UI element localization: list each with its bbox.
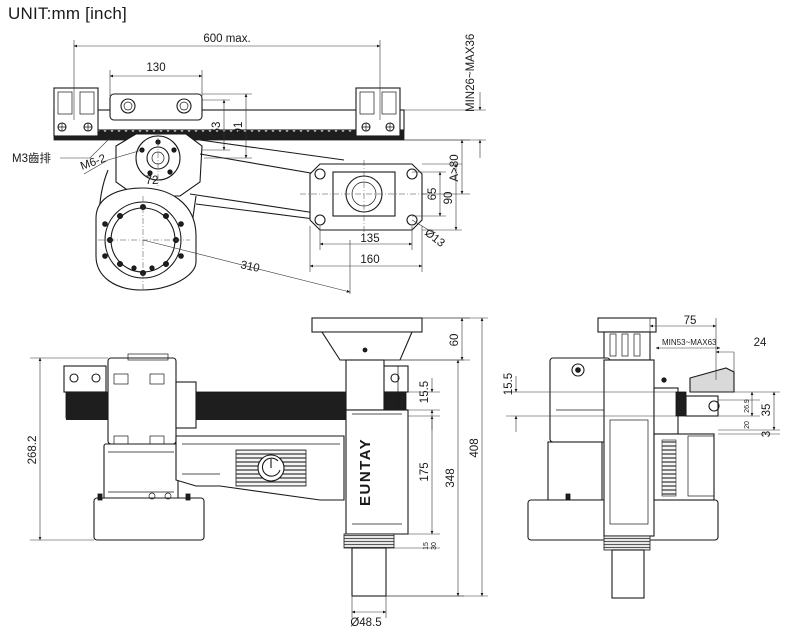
front-arm xyxy=(175,435,345,501)
dim-310: 310 xyxy=(239,259,260,275)
dim-24: 24 xyxy=(754,337,767,349)
dim-135: 135 xyxy=(360,233,379,245)
dim-side-15-5: 15.5 xyxy=(503,373,515,395)
front-rack-teeth xyxy=(66,416,406,420)
dim-35: 35 xyxy=(761,404,773,417)
dim-91: 91 xyxy=(233,122,245,135)
front-view: EUNTAY 60 15.5 175 15 30 348 408 268.2 xyxy=(27,317,488,629)
front-gearbox xyxy=(107,353,197,447)
dim-130: 130 xyxy=(146,62,165,74)
dim-72: 72 xyxy=(146,175,159,187)
front-right-clamp xyxy=(381,365,409,393)
dim-3: 3 xyxy=(761,431,773,437)
dim-dia-13: Ø13 xyxy=(422,227,447,250)
dim-15: 15 xyxy=(423,542,430,550)
front-left-clamp xyxy=(63,365,107,393)
dim-front-15-5: 15.5 xyxy=(419,381,431,403)
dim-90: 90 xyxy=(443,192,455,205)
dim-26-9: 26.9 xyxy=(744,399,751,413)
dim-408: 408 xyxy=(469,438,481,457)
dim-60: 60 xyxy=(449,334,461,347)
dim-min53-max63: MIN53~MAX63 xyxy=(662,338,717,347)
dim-75: 75 xyxy=(684,315,697,327)
top-pinion-gearbox xyxy=(115,133,203,197)
side-pedestal-top xyxy=(597,317,657,361)
top-mount-plate xyxy=(109,93,203,121)
label-m3-rack: M3齒排 xyxy=(12,151,51,165)
top-rack-bar xyxy=(53,109,405,131)
brand-eunatay: EUNTAY xyxy=(357,438,374,506)
label-m6-2: M6-2 xyxy=(79,153,108,173)
top-left-rack-clamp xyxy=(53,87,99,137)
dim-a-80: A>80 xyxy=(449,154,461,181)
dim-53: 53 xyxy=(211,122,223,135)
dim-268-2: 268.2 xyxy=(27,436,39,465)
top-rack-teeth xyxy=(53,129,405,141)
top-pedestal-flange xyxy=(309,163,423,231)
dim-600-max: 600 max. xyxy=(203,33,250,45)
dim-30: 30 xyxy=(431,542,438,550)
top-motor-cylinder xyxy=(95,187,197,291)
top-linkage xyxy=(189,139,345,221)
dim-65: 65 xyxy=(427,188,439,201)
top-right-rack-clamp xyxy=(355,87,401,137)
front-lift-column: EUNTAY xyxy=(343,365,409,597)
side-rack-assembly xyxy=(653,367,735,501)
side-gearbox xyxy=(527,357,719,541)
side-view: 75 MIN53~MAX63 24 15.5 35 26.9 20 3 xyxy=(503,315,780,599)
dim-160: 160 xyxy=(360,254,379,266)
dim-348: 348 xyxy=(445,468,457,487)
dim-175: 175 xyxy=(419,462,431,481)
drawing-title: UNIT:mm [inch] xyxy=(8,4,127,23)
dim-dia-48-5: Ø48.5 xyxy=(350,617,381,629)
side-lift-column xyxy=(603,359,655,599)
top-view: 600 max. 130 MIN26~MAX36 53 91 M3齒排 M6-2… xyxy=(12,33,486,294)
dim-min26-max36: MIN26~MAX36 xyxy=(465,34,477,112)
dim-20: 20 xyxy=(744,421,751,429)
